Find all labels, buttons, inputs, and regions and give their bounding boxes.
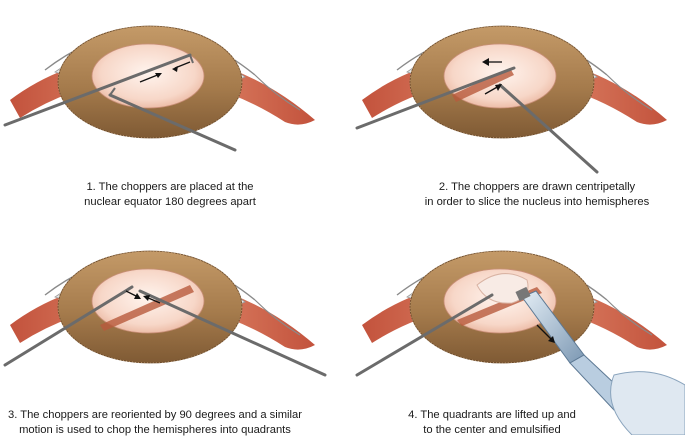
- caption-line: 2. The choppers are drawn centripetally: [438, 181, 636, 193]
- caption-line: motion is used to chop the hemispheres i…: [19, 424, 291, 436]
- motion-arrow-icon: [482, 58, 502, 66]
- chopper-right: [138, 289, 327, 377]
- motion-arrow-icon: [484, 84, 502, 95]
- chopper-left: [3, 285, 134, 367]
- step-3-panel: 3. The choppers are reoriented by 90 deg…: [0, 225, 330, 438]
- chopper-left: [355, 293, 494, 377]
- motion-arrow-icon: [139, 73, 162, 83]
- step-4-panel: 4. The quadrants are lifted up and to th…: [352, 225, 685, 438]
- motion-arrow-icon: [143, 295, 161, 304]
- chopper-left-tip: [189, 54, 194, 64]
- chopper-left: [355, 66, 516, 130]
- motion-arrow-icon: [125, 290, 141, 299]
- step-3-caption: 3. The choppers are reoriented by 90 deg…: [0, 408, 310, 438]
- step-2-caption: 2. The choppers are drawn centripetally …: [392, 180, 682, 210]
- caption-line: 4. The quadrants are lifted up and: [408, 409, 576, 421]
- nucleus-groove: [452, 68, 514, 102]
- caption-line: nuclear equator 180 degrees apart: [84, 196, 256, 208]
- step-3-illustration: [0, 250, 330, 405]
- step-4-illustration: [352, 250, 685, 435]
- motion-arrow-icon: [172, 61, 191, 72]
- caption-line: 3. The choppers are reoriented by 90 deg…: [8, 409, 302, 421]
- nucleus-groove: [100, 285, 194, 331]
- eye-cross-section-icon: [352, 25, 682, 180]
- eye-cross-section-icon: [0, 25, 330, 180]
- step-2-panel: 2. The choppers are drawn centripetally …: [352, 0, 682, 210]
- step-4-caption: 4. The quadrants are lifted up and to th…: [382, 408, 602, 438]
- eye-cross-section-icon: [0, 250, 330, 405]
- step-1-caption: 1. The choppers are placed at the nuclea…: [60, 180, 280, 210]
- chopper-left: [3, 53, 192, 127]
- step-1-illustration: [0, 25, 330, 180]
- step-1-panel: 1. The choppers are placed at the nuclea…: [0, 0, 330, 210]
- caption-line: 1. The choppers are placed at the: [86, 181, 254, 193]
- motion-arrow-icon: [536, 324, 555, 343]
- caption-line: in order to slice the nucleus into hemis…: [424, 196, 650, 208]
- step-2-illustration: [352, 25, 682, 180]
- chopper-right: [498, 83, 599, 174]
- chopper-right: [108, 93, 237, 152]
- chopper-right-tip: [109, 87, 116, 96]
- caption-line: to the center and emulsified: [423, 424, 561, 436]
